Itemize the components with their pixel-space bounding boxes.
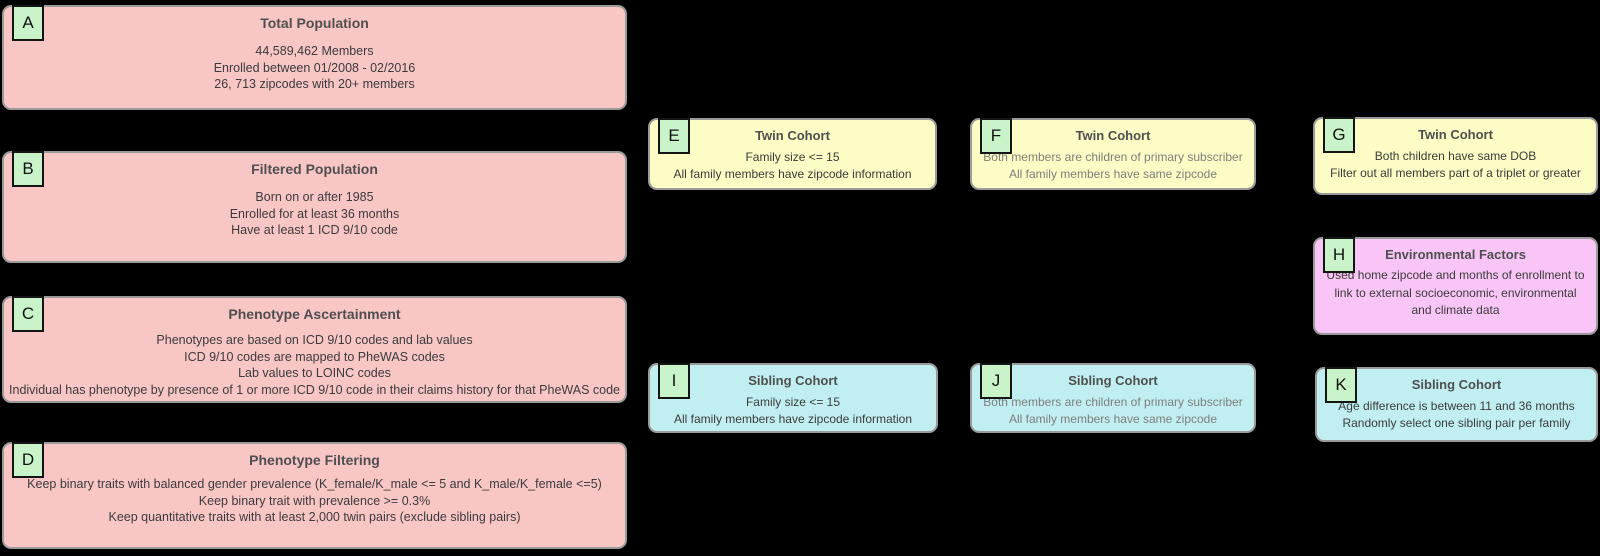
box-line: Randomly select one sibling pair per fam… xyxy=(1342,415,1571,430)
box-line: Keep quantitative traits with at least 2… xyxy=(108,510,521,524)
box-line: Keep binary traits with balanced gender … xyxy=(27,477,602,491)
step-label-f: F xyxy=(980,118,1012,154)
box-twin-cohort-g: G Twin Cohort Both children have same DO… xyxy=(1313,117,1598,195)
box-title: Filtered Population xyxy=(251,161,378,177)
box-line: 44,589,462 Members xyxy=(255,44,374,58)
box-line: Family size <= 15 xyxy=(745,150,840,164)
box-line: Both children have same DOB xyxy=(1374,149,1537,163)
box-twin-cohort-f: F Twin Cohort Both members are children … xyxy=(970,118,1256,190)
step-label-g: G xyxy=(1323,117,1355,153)
box-line: Filter out all members part of a triplet… xyxy=(1330,165,1581,180)
step-label-c: C xyxy=(12,296,44,332)
box-line: Individual has phenotype by presence of … xyxy=(9,382,620,397)
box-line: Both members are children of primary sub… xyxy=(983,395,1243,409)
box-title: Twin Cohort xyxy=(755,128,830,143)
box-line: Phenotypes are based on ICD 9/10 codes a… xyxy=(156,333,473,347)
box-line: Enrolled between 01/2008 - 02/2016 xyxy=(213,60,416,75)
box-environmental-factors: H Environmental Factors Used home zipcod… xyxy=(1313,237,1598,335)
box-line: Have at least 1 ICD 9/10 code xyxy=(231,223,398,237)
box-line: Age difference is between 11 and 36 mont… xyxy=(1338,399,1575,413)
box-twin-cohort-e: E Twin Cohort Family size <= 15 All fami… xyxy=(648,118,937,190)
box-title: Environmental Factors xyxy=(1385,247,1526,262)
box-line: 26, 713 zipcodes with 20+ members xyxy=(214,77,415,91)
box-line: Family size <= 15 xyxy=(745,395,841,409)
box-line: All family members have same zipcode xyxy=(1008,411,1218,426)
box-line: All family members have zipcode informat… xyxy=(673,411,913,426)
step-label-h: H xyxy=(1323,237,1355,273)
step-label-e: E xyxy=(658,118,690,154)
box-filtered-population: B Filtered Population Born on or after 1… xyxy=(2,151,627,263)
box-line: Enrolled for at least 36 months xyxy=(229,206,400,221)
box-title: Twin Cohort xyxy=(1075,128,1151,143)
box-line: Both members are children of primary sub… xyxy=(983,150,1243,164)
box-line: Used home zipcode and months of enrollme… xyxy=(1326,268,1585,317)
step-label-k: K xyxy=(1325,367,1357,403)
box-line: All family members have same zipcode xyxy=(1008,166,1218,181)
box-title: Phenotype Filtering xyxy=(249,452,380,468)
box-title: Sibling Cohort xyxy=(1068,373,1158,388)
box-title: Phenotype Ascertainment xyxy=(228,306,401,322)
box-sibling-cohort-k: K Sibling Cohort Age difference is betwe… xyxy=(1315,367,1598,442)
step-label-d: D xyxy=(12,442,44,478)
box-line: Keep binary trait with prevalence >= 0.3… xyxy=(198,493,431,508)
box-line: Lab values to LOINC codes xyxy=(238,366,391,380)
box-line: ICD 9/10 codes are mapped to PheWAS code… xyxy=(184,349,445,364)
step-label-b: B xyxy=(12,151,44,187)
step-label-i: I xyxy=(658,363,690,399)
box-phenotype-filtering: D Phenotype Filtering Keep binary traits… xyxy=(2,442,627,549)
box-line: All family members have zipcode informat… xyxy=(673,166,912,181)
box-total-population: A Total Population 44,589,462 Members En… xyxy=(2,5,627,110)
step-label-j: J xyxy=(980,363,1012,399)
box-title: Twin Cohort xyxy=(1418,127,1493,142)
box-title: Sibling Cohort xyxy=(1411,377,1502,392)
box-sibling-cohort-j: J Sibling Cohort Both members are childr… xyxy=(970,363,1256,433)
box-phenotype-ascertainment: C Phenotype Ascertainment Phenotypes are… xyxy=(2,296,627,403)
box-line: Born on or after 1985 xyxy=(255,190,374,204)
box-sibling-cohort-i: I Sibling Cohort Family size <= 15 All f… xyxy=(648,363,938,433)
box-title: Total Population xyxy=(260,15,369,31)
step-label-a: A xyxy=(12,5,44,41)
box-title: Sibling Cohort xyxy=(748,373,838,388)
